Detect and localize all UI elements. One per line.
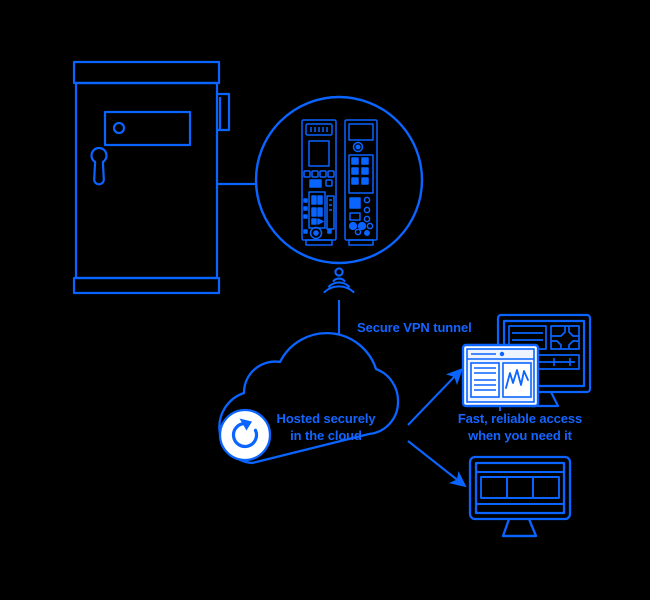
switch-port-r3c1 [351,177,359,185]
signal-wave-3 [323,285,355,294]
controller-dial-center [313,230,319,236]
monitor-small-screen [474,461,566,515]
signal-source-dot [334,267,344,277]
controller-module-port-5 [311,218,317,225]
switch-indicator-c [363,215,371,223]
controller-button-block [309,179,322,188]
switch-indicator-a [363,196,371,204]
cloud-to-monitor-arrow [407,440,467,488]
cloud-label-line-2: in the cloud [290,428,362,443]
switch-knob-3 [366,222,374,230]
equipment-detail-callout [254,95,424,265]
controller-keypad-key-4 [327,170,335,178]
switch-foot [348,239,374,246]
controller-top-handle [305,123,333,136]
switch-knob-4 [354,228,362,236]
controller-dial-knob [309,226,323,240]
switch-console-port [349,212,361,221]
switch-port-r1c1 [351,157,359,165]
switch-indicator-b [363,206,371,214]
controller-display-screen [308,140,330,167]
sync-refresh-arrowhead-icon [239,418,252,431]
switch-status-led-ring [352,141,364,153]
controller-side-port [325,179,333,187]
controller-foot [305,239,333,246]
switch-status-led-core [355,144,361,150]
sync-refresh-icon [231,421,259,449]
access-label-line-1: Fast, reliable access [458,411,582,426]
monitor-small-col-3 [532,476,560,499]
window-chart-panel [502,362,532,398]
cloud-label-line-1: Hosted securely [277,411,377,426]
cabinet-top-cap [72,60,221,85]
cloud-host [218,331,400,465]
controller-led-3 [303,214,308,219]
desktop-monitor-small [468,455,572,538]
switch-port-r1c2 [361,157,369,165]
controller-keypad-key-2 [311,170,319,178]
cloud-to-window-arrow [407,367,463,426]
monitor-small-col-1 [480,476,508,499]
application-window [461,343,540,411]
controller-bottom-led-1 [303,229,308,234]
cabinet-vent-window [103,110,192,147]
callout-circle-outline [254,95,424,265]
controller-module-port-3 [311,207,317,217]
switch-top-panel [348,123,374,141]
device-network-switch [344,119,378,246]
switch-knob-1 [348,221,358,231]
switch-power-block [349,197,361,209]
controller-bottom-led-2 [327,229,332,234]
controller-led-1 [303,198,308,203]
switch-knob-2 [357,221,367,231]
controller-module-port-1 [311,195,317,205]
vpn-tunnel-label: Secure VPN tunnel [357,320,472,335]
controller-module-arrow [317,218,324,225]
field-cabinet [72,60,231,295]
controller-keypad-key-1 [303,170,311,178]
signal-wave-2 [327,281,351,288]
controller-keypad-key-3 [319,170,327,178]
controller-module-port-4 [317,207,323,217]
switch-port-r3c2 [361,177,369,185]
chart-line-series [505,369,529,389]
controller-right-card [326,195,335,230]
cabinet-side-latch [217,92,231,132]
cloud-sync-badge-bg [218,408,272,462]
switch-port-r2c1 [351,167,359,175]
switch-port-r2c2 [361,167,369,175]
monitor-small-col-2 [506,476,534,499]
switch-knob-5 [364,230,370,236]
cabinet-keyhole-icon [90,146,108,186]
window-title-dot [499,351,505,357]
switch-port-bank [348,154,374,194]
access-label-line-2: when you need it [467,428,573,443]
monitor-small-bezel [468,455,572,521]
wireless-signal-icon [323,267,355,294]
cabinet-indicator-dot [112,121,126,135]
map-intersection-icon [551,326,579,349]
signal-wave-1 [332,277,346,283]
controller-module-port-2 [317,195,323,205]
device-traffic-controller [301,119,337,246]
controller-led-2 [303,206,308,211]
cabinet-base-plinth [72,276,221,295]
monitor-small-stand [501,518,538,538]
